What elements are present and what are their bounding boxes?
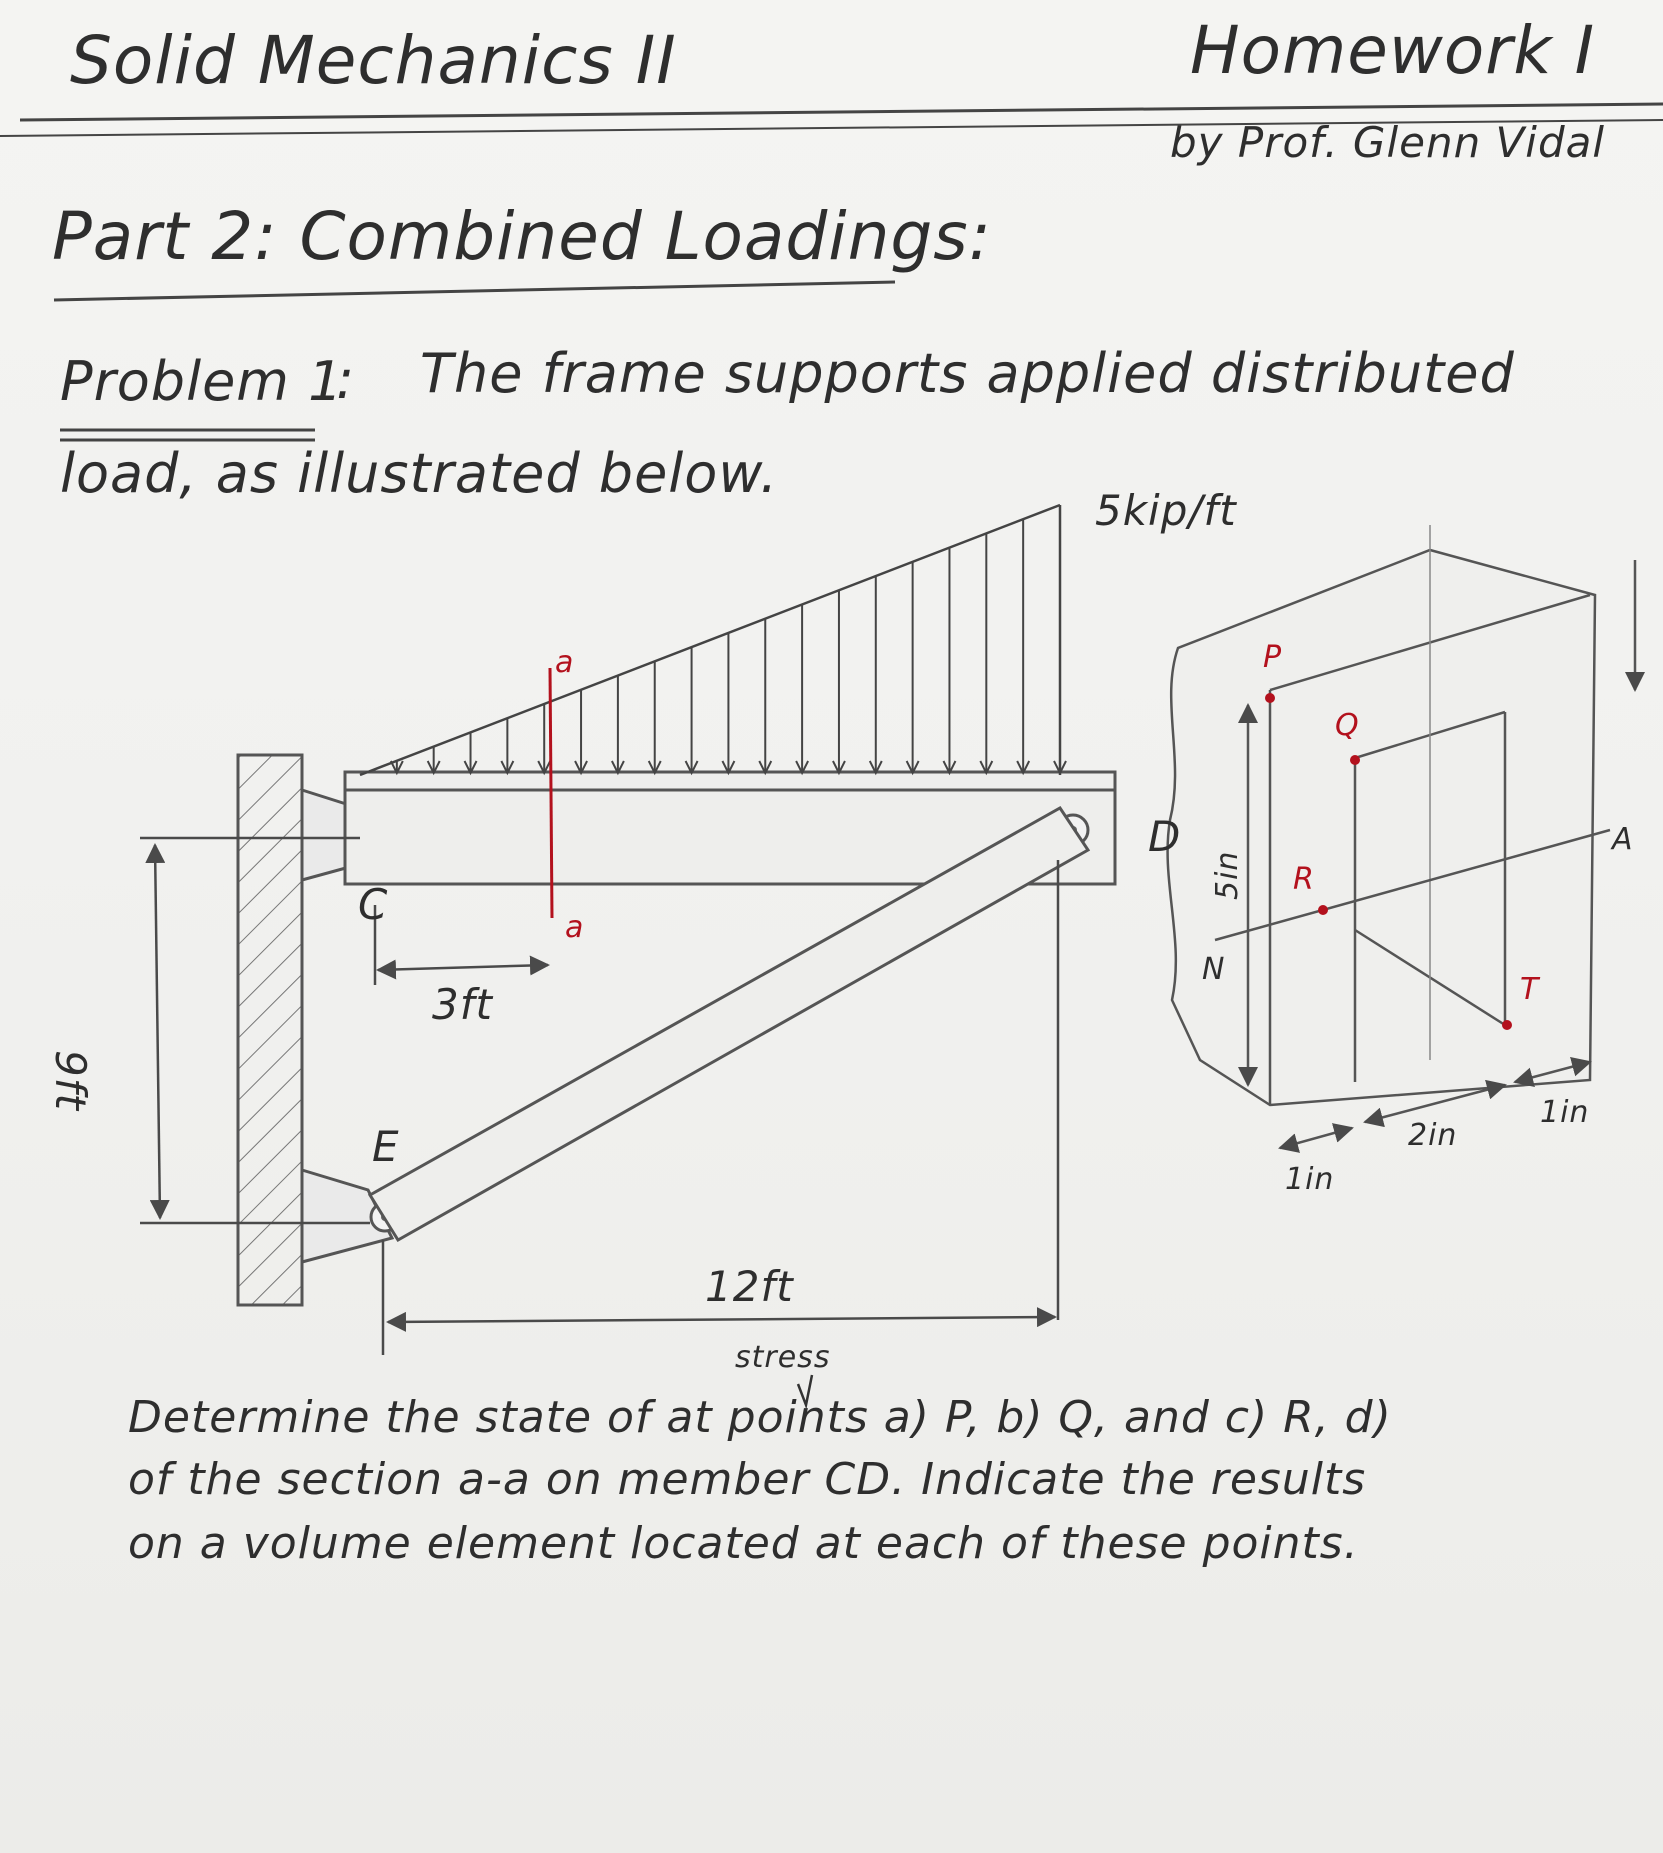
author-line: by Prof. Glenn Vidal <box>1170 118 1606 167</box>
load-arrow-head <box>500 760 515 776</box>
dim-9ft-line <box>140 836 370 1225</box>
load-arrow-head <box>574 760 588 776</box>
load-arrows <box>389 505 1067 776</box>
neutral-axis-n-label: N <box>1202 952 1226 987</box>
question-line-3: on a volume element located at each of t… <box>128 1518 1359 1569</box>
header-rules <box>0 102 1663 442</box>
point-t-marker <box>1502 1020 1512 1030</box>
joint-e-label: E <box>372 1122 400 1171</box>
load-arrow-head <box>1016 760 1031 776</box>
homework-title: Homework I <box>1190 12 1596 89</box>
dim-12ft-line <box>381 860 1060 1355</box>
load-arrow-head <box>647 760 662 776</box>
load-arrow-head <box>795 760 809 776</box>
dim-1in-right-label: 1in <box>1540 1095 1590 1130</box>
load-arrow-head <box>758 760 773 776</box>
load-intensity-label: 5kip/ft <box>1095 486 1237 535</box>
dim-3ft-line <box>373 905 550 985</box>
neutral-axis-a-label: A <box>1612 822 1634 857</box>
load-arrow-head <box>463 760 478 776</box>
point-markers <box>1265 693 1512 1030</box>
load-arrow-head <box>832 760 846 776</box>
load-arrow-head <box>537 760 552 776</box>
question-line-1: Determine the state of at points a) P, b… <box>128 1392 1392 1443</box>
dim-1in-left-label: 1in <box>1285 1162 1335 1197</box>
point-r-label: R <box>1293 862 1315 897</box>
load-arrow-head <box>611 760 625 776</box>
dim-12ft-label: 12ft <box>705 1262 794 1311</box>
question-insert-word: stress <box>735 1340 831 1375</box>
point-p-label: P <box>1263 640 1283 675</box>
point-p-marker <box>1265 693 1275 703</box>
joint-c-label: C <box>358 880 389 929</box>
problem-line-1: The frame supports applied distributed <box>420 342 1515 405</box>
section-label-top: a <box>555 645 575 680</box>
dim-2in-label: 2in <box>1408 1118 1458 1153</box>
wall-support <box>236 753 304 1307</box>
load-arrow-head <box>1053 760 1067 776</box>
load-arrow-head <box>868 760 883 776</box>
strut-ed <box>367 806 1091 1243</box>
point-q-label: Q <box>1335 708 1360 743</box>
question-line-2: of the section a-a on member CD. Indicat… <box>128 1454 1367 1505</box>
problem-colon: : <box>336 348 356 411</box>
load-arrow-head <box>979 760 994 776</box>
distributed-load <box>359 503 1062 777</box>
dim-5in-label: 5in <box>1210 850 1245 900</box>
load-arrow-head <box>684 760 699 776</box>
joint-d-label: D <box>1148 812 1182 861</box>
load-arrow-head <box>905 760 920 776</box>
load-arrow-head <box>426 760 441 776</box>
dim-9ft-label: 9ft <box>46 1050 95 1111</box>
point-q-marker <box>1350 755 1360 765</box>
course-title: Solid Mechanics II <box>70 22 677 99</box>
load-arrow-head <box>721 760 736 776</box>
section-title: Part 2: Combined Loadings: <box>52 198 992 275</box>
point-r-marker <box>1318 905 1328 915</box>
section-label-bottom: a <box>565 910 585 945</box>
dim-3ft-label: 3ft <box>432 980 493 1029</box>
load-arrow-head <box>389 760 404 776</box>
load-arrow-head <box>942 760 957 776</box>
point-t-label: T <box>1520 972 1540 1007</box>
insertion-caret <box>796 1374 814 1410</box>
cross-section-detail <box>1166 525 1645 1153</box>
problem-line-2: load, as illustrated below. <box>60 442 779 505</box>
section-cut-aa <box>548 667 554 919</box>
problem-label: Problem 1 <box>60 350 344 413</box>
